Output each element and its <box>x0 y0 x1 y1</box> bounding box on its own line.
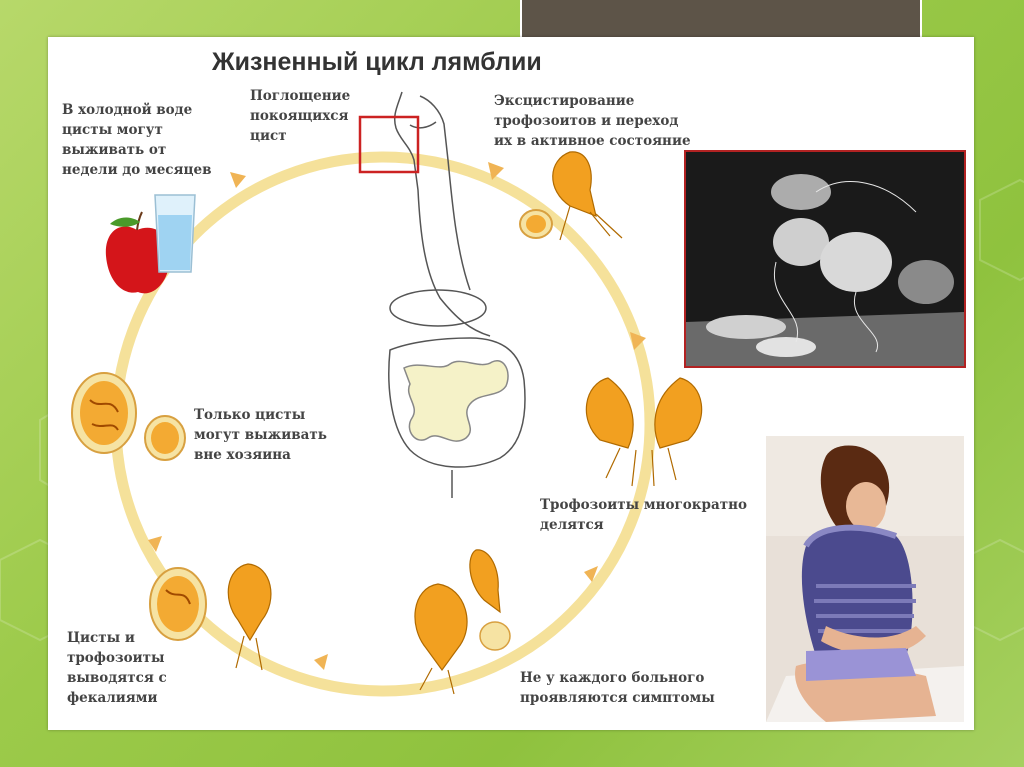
trophozoite-icon <box>585 377 703 487</box>
label-cold-water: В холодной воде цисты могут выживать от … <box>62 102 212 178</box>
digestive-tract-illustration <box>388 91 526 498</box>
microscope-photo <box>684 150 966 368</box>
mouth-highlight-frame <box>358 115 420 174</box>
label-excystation: Эксцистирование трофозоитов и переход их… <box>494 93 691 149</box>
cyst-icon <box>519 209 553 239</box>
cyst-icon <box>144 415 186 461</box>
arrow-icon <box>488 162 504 180</box>
apple-icon <box>105 211 171 294</box>
patient-photo <box>766 436 964 722</box>
cyst-icon <box>149 567 207 641</box>
header-bar <box>520 0 922 42</box>
glass-of-water-icon <box>154 194 196 273</box>
trophozoite-icon <box>227 563 272 671</box>
trophozoite-icon <box>469 549 501 614</box>
label-symptoms: Не у каждого больного проявляются симпто… <box>520 670 715 706</box>
trophozoite-icon <box>552 151 623 241</box>
label-divide: Трофозоиты многократно делятся <box>540 497 747 533</box>
label-only-cysts: Только цисты могут выживать вне хозяина <box>194 407 327 463</box>
cyst-icon <box>479 621 511 651</box>
page-title: Жизненный цикл лямблии <box>212 48 542 76</box>
label-excreted: Цисты и трофозоиты выводятся с фекалиями <box>67 630 167 706</box>
trophozoite-icon <box>414 583 468 695</box>
arrow-icon <box>584 566 598 582</box>
arrow-icon <box>148 536 162 552</box>
arrow-icon <box>630 332 646 350</box>
cyst-icon <box>71 372 137 454</box>
cycle-arrows <box>148 162 646 670</box>
label-ingestion: Поглощение покоящихся цист <box>250 88 351 144</box>
arrow-icon <box>230 172 246 188</box>
arrow-icon <box>314 654 328 670</box>
